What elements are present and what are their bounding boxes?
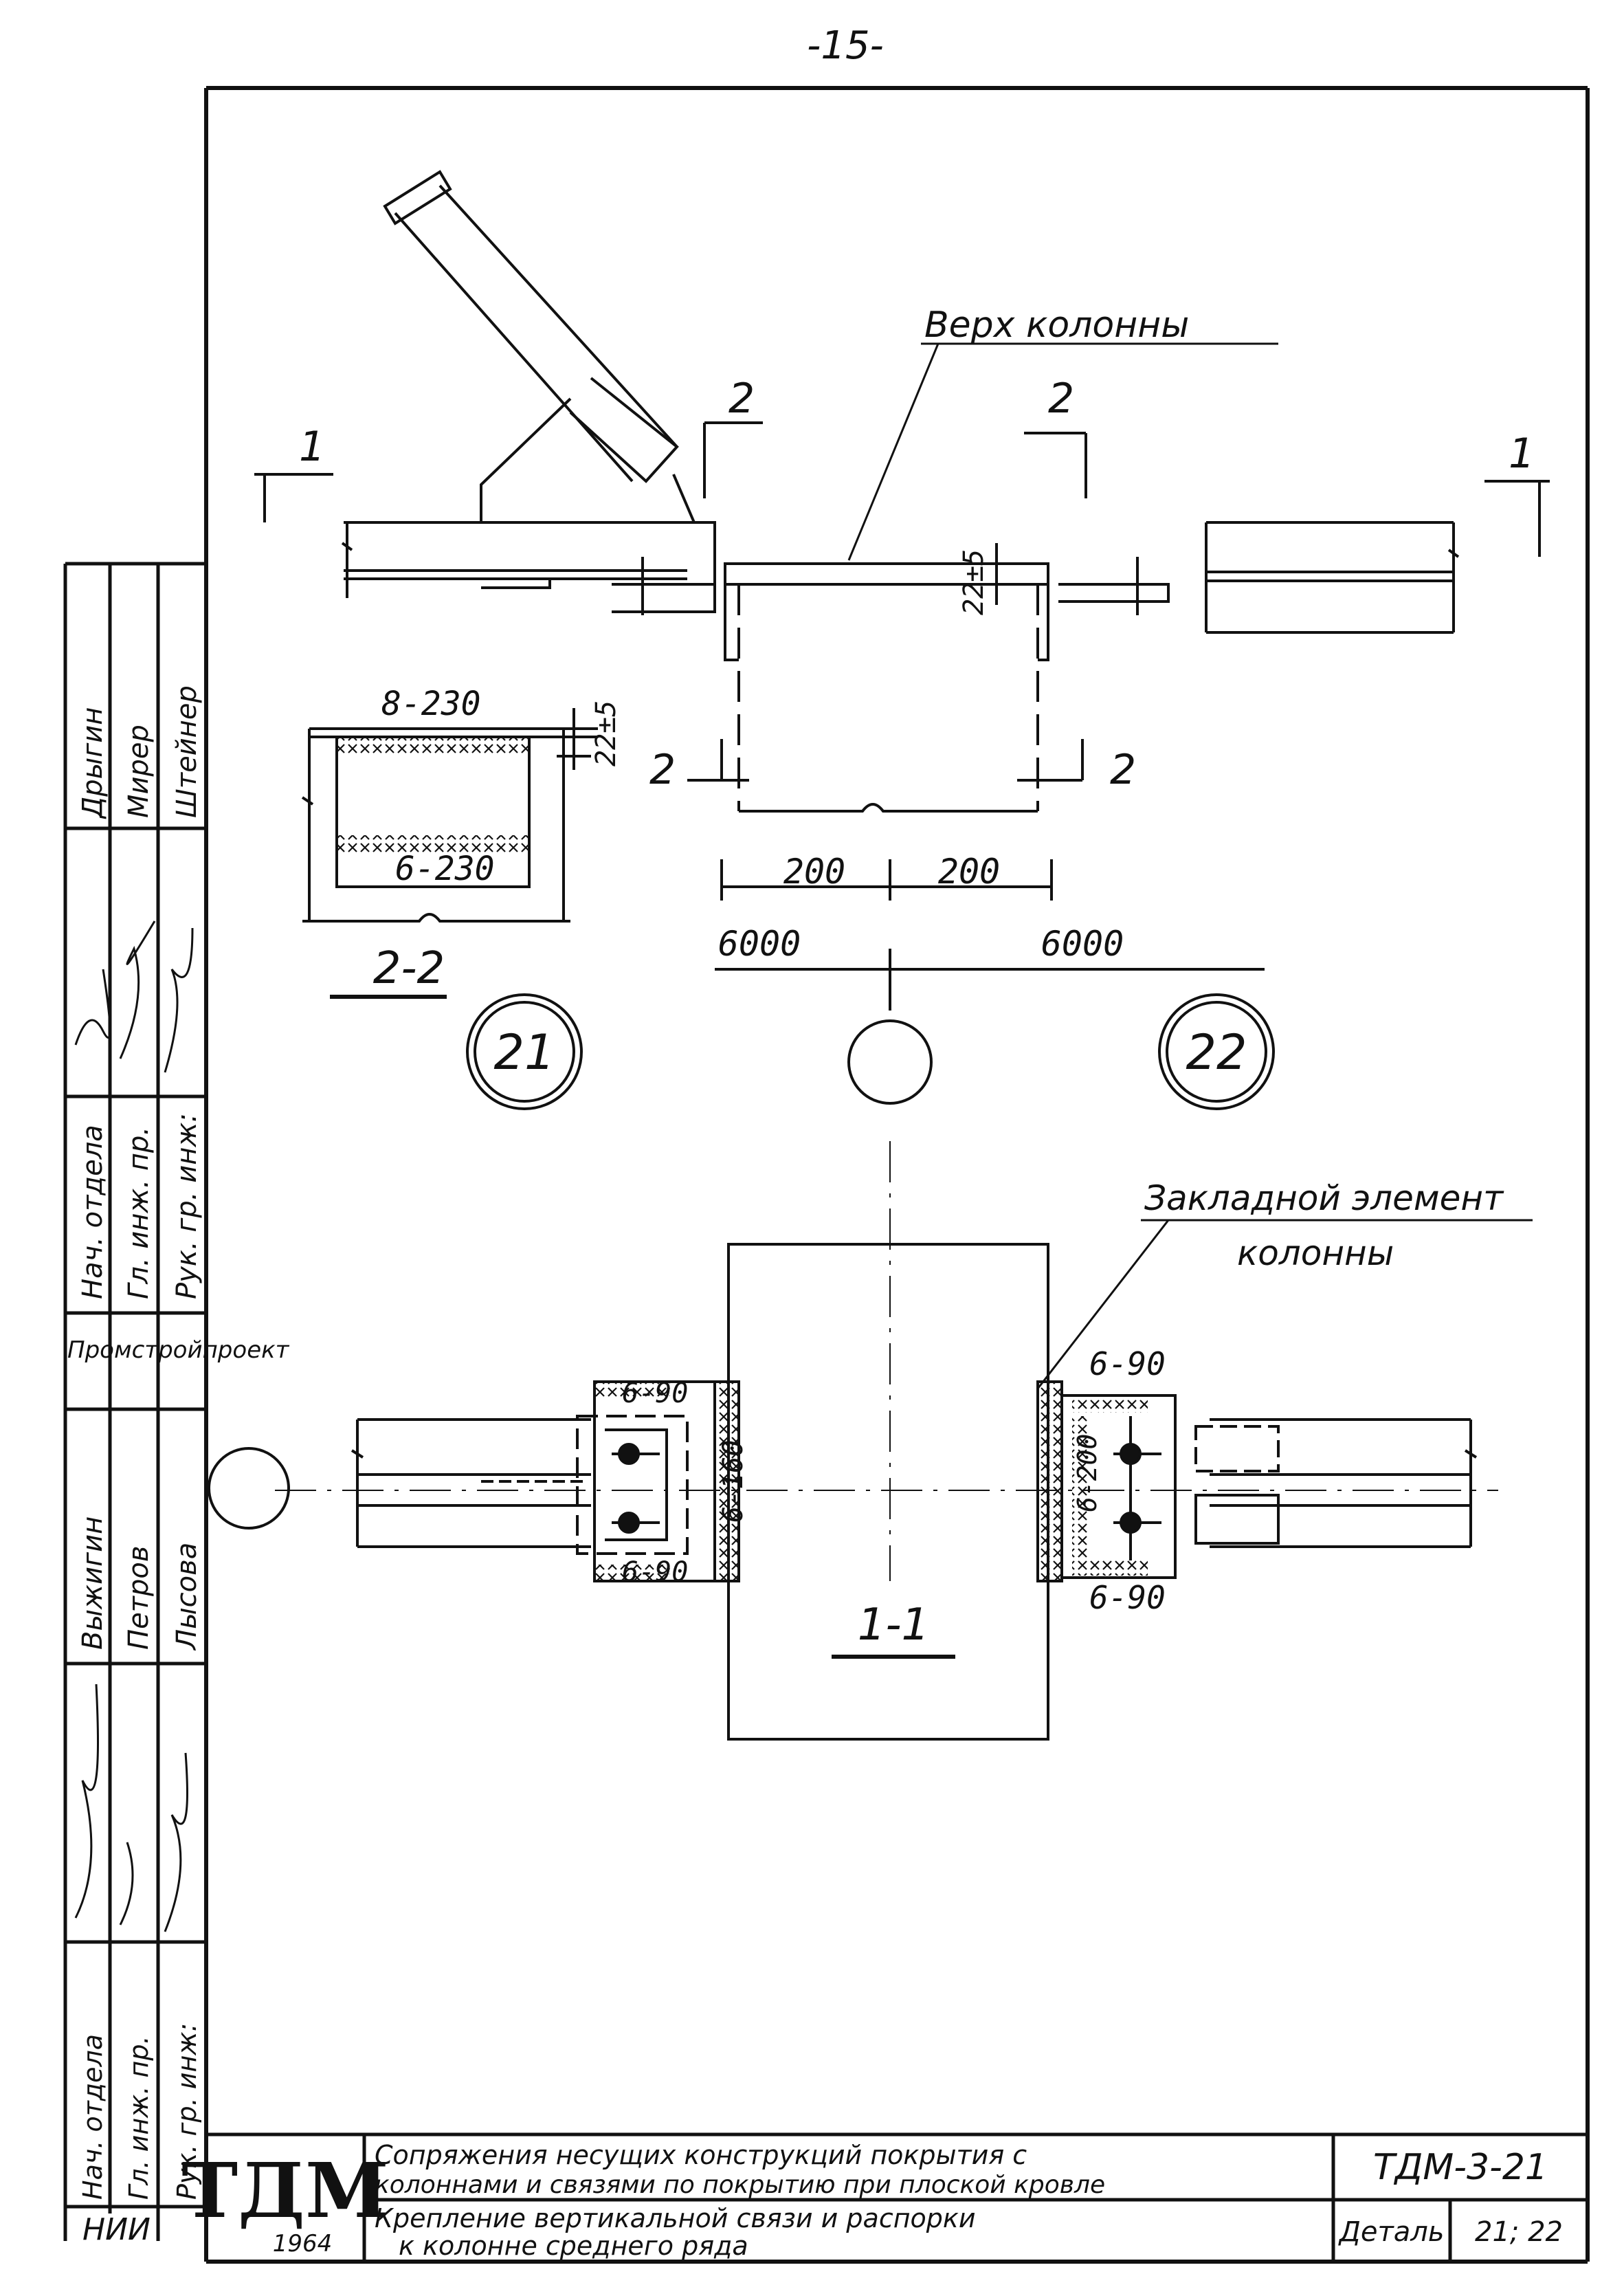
axis-bubble-left (208, 1447, 290, 1530)
weld-hatch-right-bottom (1072, 1560, 1148, 1576)
weld-hatch-left-bottom (594, 1565, 670, 1580)
section-2-2-title: 2-2 (373, 943, 445, 994)
detail-numbers: 21; 22 (1475, 2216, 1563, 2248)
detail-marker-22 (1158, 993, 1275, 1110)
side-stamp-block-1: Нач. отдела Гл. инж. пр. Рук. гр. инж: Д… (77, 685, 203, 1299)
weld-hatch-bottom (337, 835, 529, 853)
weld-right-bottom-label: 6-90 (1089, 1579, 1166, 1616)
stamp2-role-1: Нач. отдела (78, 2034, 108, 2200)
stamp1-role-1: Нач. отдела (77, 1125, 109, 1299)
weld-hatch-right-top (1072, 1398, 1148, 1413)
top-view-drawing (254, 170, 1550, 1011)
cut-1-right-label: 1 (1509, 430, 1535, 478)
title-year: 1964 (273, 2230, 333, 2258)
side-stamp (63, 562, 206, 2241)
side-stamp-block-2: Выжигин Петров Лысова Нач. отдела Гл. ин… (77, 1516, 203, 2200)
stamp2-name-1: Выжигин (77, 1516, 109, 1650)
stamp2-name-2: Петров (123, 1546, 155, 1650)
stamp1-role-2: Гл. инж. пр. (123, 1127, 155, 1299)
org-name: Промстройпроект (67, 1336, 290, 1364)
embedded-element-label-2: колонны (1237, 1233, 1394, 1273)
stamp1-name-3: Штейнер (171, 685, 203, 818)
signature-marks-1 (74, 920, 194, 1073)
series-title-line-2: колоннами и связями по покрытию при плос… (375, 2171, 1105, 2199)
sheet-title-line-1: Крепление вертикальной связи и распорки (375, 2203, 976, 2233)
weld-left-top-label: 6-90 (622, 1378, 688, 1409)
dim-200-right: 200 (938, 852, 1000, 892)
stamp2-role-2: Гл. инж. пр. (124, 2035, 154, 2200)
cut-2-bot-right-label: 2 (1110, 746, 1136, 794)
sheet-frame (204, 86, 1590, 2264)
detail-label: Деталь (1338, 2216, 1445, 2248)
stamp2-name-3: Лысова (171, 1543, 203, 1651)
detail-number-21: 21 (493, 1024, 555, 1081)
drawing-code: ТДМ-3-21 (1373, 2147, 1548, 2188)
weld-right-top-label: 6-90 (1089, 1345, 1166, 1382)
series-title-line-1: Сопряжения несущих конструкций покрытия … (375, 2140, 1027, 2170)
section-1-1-title: 1-1 (858, 1600, 930, 1651)
cut-2-bot-left-label: 2 (649, 746, 676, 794)
stamp1-role-3: Рук. гр. инж: (171, 1113, 203, 1299)
weld-hatch-right-inner (1072, 1416, 1087, 1560)
cut-2-top-left-label: 2 (728, 375, 755, 423)
weld-left-bottom-label: 6-90 (622, 1556, 688, 1588)
axis-bubble-top (847, 1019, 933, 1105)
weld-right-vertical-label: 6-200 (1072, 1434, 1102, 1512)
stamp1-name-1: Дрыгин (77, 707, 109, 819)
column-top-label: Верх колонны (924, 305, 1189, 346)
embedded-element-label-1: Закладной элемент (1144, 1178, 1504, 1218)
axis-6000-left: 6000 (718, 924, 801, 964)
weld-hatch-top (337, 738, 529, 756)
weld-6-230-label: 6-230 (395, 850, 495, 888)
weld-hatch-left-vertical (715, 1382, 739, 1581)
signature-marks-2 (74, 1684, 188, 1932)
cut-2-top-right-label: 2 (1048, 375, 1074, 423)
detail-number-22: 22 (1186, 1024, 1247, 1081)
sheet-title-line-2: к колонне среднего ряда (399, 2231, 748, 2261)
tdm-logo: ТДМ (181, 2146, 388, 2235)
weld-hatch-right-vertical (1038, 1382, 1062, 1581)
weld-hatch-left-top (594, 1383, 670, 1398)
stamp1-name-2: Мирер (123, 725, 155, 818)
top-tolerance-label: 22±5 (958, 549, 990, 615)
cut-1-left-label: 1 (299, 423, 325, 471)
weld-left-vertical-label: 6-160 (718, 1440, 749, 1523)
section-2-2-tolerance: 22±5 (590, 700, 622, 766)
stamp2-role-3: Рук. гр. инж: (172, 2023, 202, 2200)
weld-8-230-label: 8-230 (381, 685, 481, 723)
detail-marker-21 (466, 993, 583, 1110)
stamp-bottom-fragment: НИИ (82, 2212, 151, 2247)
title-block (206, 2132, 1588, 2262)
axis-6000-right: 6000 (1041, 924, 1124, 964)
page-number: -15- (807, 23, 884, 68)
section-2-2-drawing (301, 708, 598, 999)
dim-200-left: 200 (783, 852, 845, 892)
